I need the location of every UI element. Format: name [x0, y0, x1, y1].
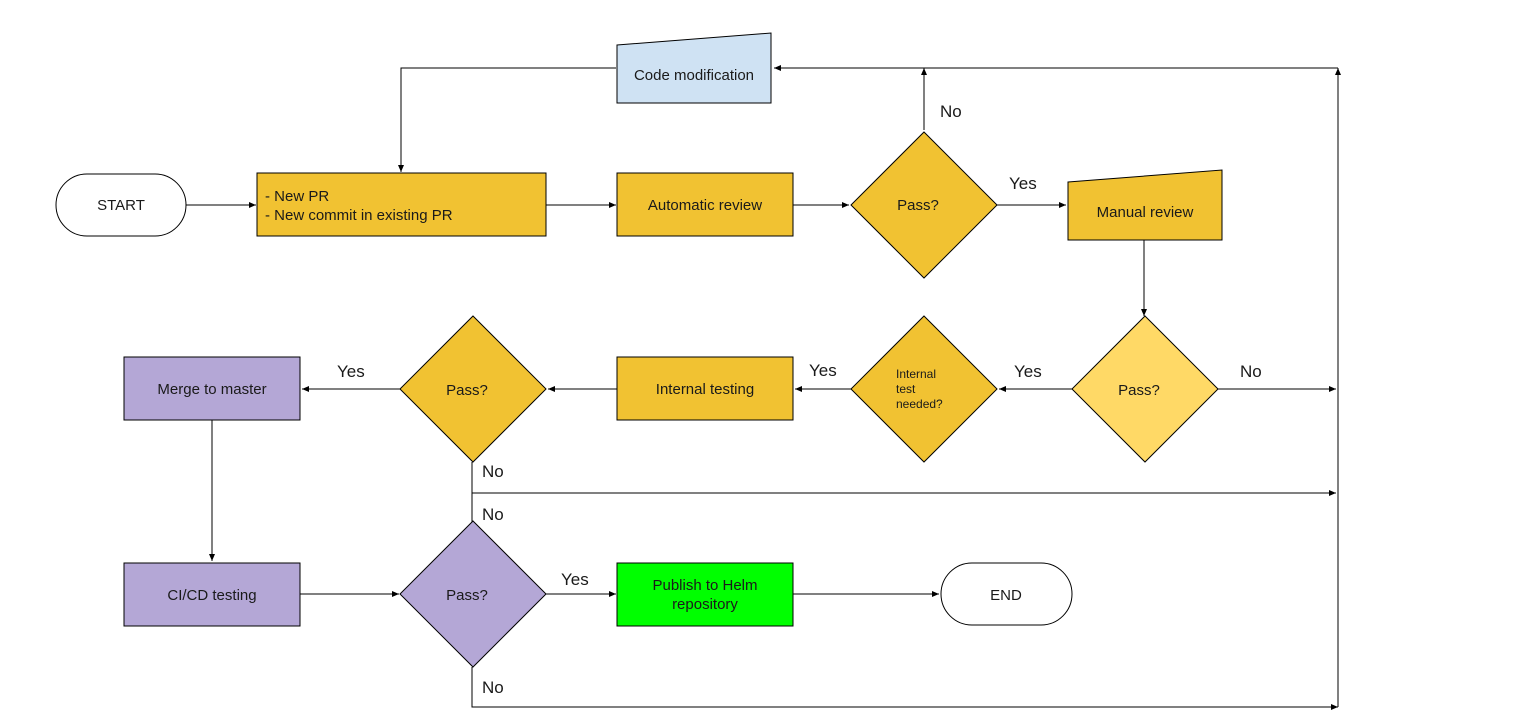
internal-test-needed-decision: Internal test needed? — [850, 315, 998, 463]
internal-testing-label: Internal testing — [656, 381, 754, 398]
automatic-review-shape — [616, 172, 794, 237]
merge-to-master-node: Merge to master — [123, 356, 301, 421]
pass-cicd-decision: Pass? — [399, 520, 547, 668]
edge-labels: No Yes Yes No Yes Yes No No Yes No — [337, 102, 1262, 697]
publish-shape — [616, 562, 794, 627]
edge-label-manual-yes: Yes — [1014, 362, 1042, 381]
internal-test-needed-shape — [850, 315, 998, 463]
start-label: START — [97, 197, 145, 214]
internal-testing-shape — [616, 356, 794, 421]
end-node: END — [940, 562, 1073, 626]
automatic-review-label: Automatic review — [648, 197, 762, 214]
end-shape — [940, 562, 1073, 626]
edge-code-modification-to-new-pr — [398, 67, 616, 172]
cicd-testing-label: CI/CD testing — [167, 587, 256, 604]
pass-cicd-shape — [399, 520, 547, 668]
cicd-testing-shape — [123, 562, 301, 627]
internal-test-needed-label-line1: Internal — [896, 367, 936, 381]
edge-label-auto-no: No — [940, 102, 962, 121]
edge-label-internal-pass-no: No — [482, 462, 504, 481]
pass-internal-decision: Pass? — [399, 315, 547, 463]
publish-label-line1: Publish to Helm — [652, 577, 757, 594]
cicd-testing-node: CI/CD testing — [123, 562, 301, 627]
code-modification-shape — [616, 32, 772, 104]
pass-auto-decision: Pass? — [850, 131, 998, 279]
code-modification-label: Code modification — [634, 67, 754, 84]
edge-label-manual-no: No — [1240, 362, 1262, 381]
edge-pass-cicd-no-bottom-to-bus — [471, 667, 1338, 710]
merge-to-master-label: Merge to master — [157, 381, 266, 398]
manual-review-label: Manual review — [1097, 204, 1194, 221]
publish-label-line2: repository — [672, 596, 738, 613]
new-pr-label-line1: - New PR — [265, 188, 329, 205]
edge-pass-internal-no-to-bus — [471, 462, 1336, 496]
publish-node: Publish to Helm repository — [616, 562, 794, 627]
internal-testing-node: Internal testing — [616, 356, 794, 421]
pass-manual-shape — [1071, 315, 1219, 463]
new-pr-label-line2: - New commit in existing PR — [265, 207, 453, 224]
edge-label-cicd-no-bottom: No — [482, 678, 504, 697]
merge-to-master-shape — [123, 356, 301, 421]
new-pr-shape — [256, 172, 547, 237]
start-node: START — [55, 173, 187, 237]
internal-test-needed-label-line3: needed? — [896, 397, 943, 411]
code-modification-node: Code modification — [616, 32, 772, 104]
pass-cicd-label: Pass? — [446, 587, 488, 604]
pass-internal-label: Pass? — [446, 382, 488, 399]
new-pr-node: - New PR - New commit in existing PR — [256, 172, 547, 237]
edge-label-cicd-yes: Yes — [561, 570, 589, 589]
edge-label-cicd-no-top: No — [482, 505, 504, 524]
edge-label-auto-yes: Yes — [1009, 174, 1037, 193]
connectors — [186, 65, 1341, 710]
start-shape — [55, 173, 187, 237]
internal-test-needed-label-line2: test — [896, 382, 916, 396]
edge-label-internal-pass-yes: Yes — [337, 362, 365, 381]
pass-auto-label: Pass? — [897, 197, 939, 214]
end-label: END — [990, 587, 1022, 604]
manual-review-node: Manual review — [1067, 169, 1223, 241]
pass-manual-label: Pass? — [1118, 382, 1160, 399]
edge-label-internal-needed-yes: Yes — [809, 361, 837, 380]
pass-manual-decision: Pass? — [1071, 315, 1219, 463]
pass-auto-shape — [850, 131, 998, 279]
manual-review-shape — [1067, 169, 1223, 241]
automatic-review-node: Automatic review — [616, 172, 794, 237]
pass-internal-shape — [399, 315, 547, 463]
